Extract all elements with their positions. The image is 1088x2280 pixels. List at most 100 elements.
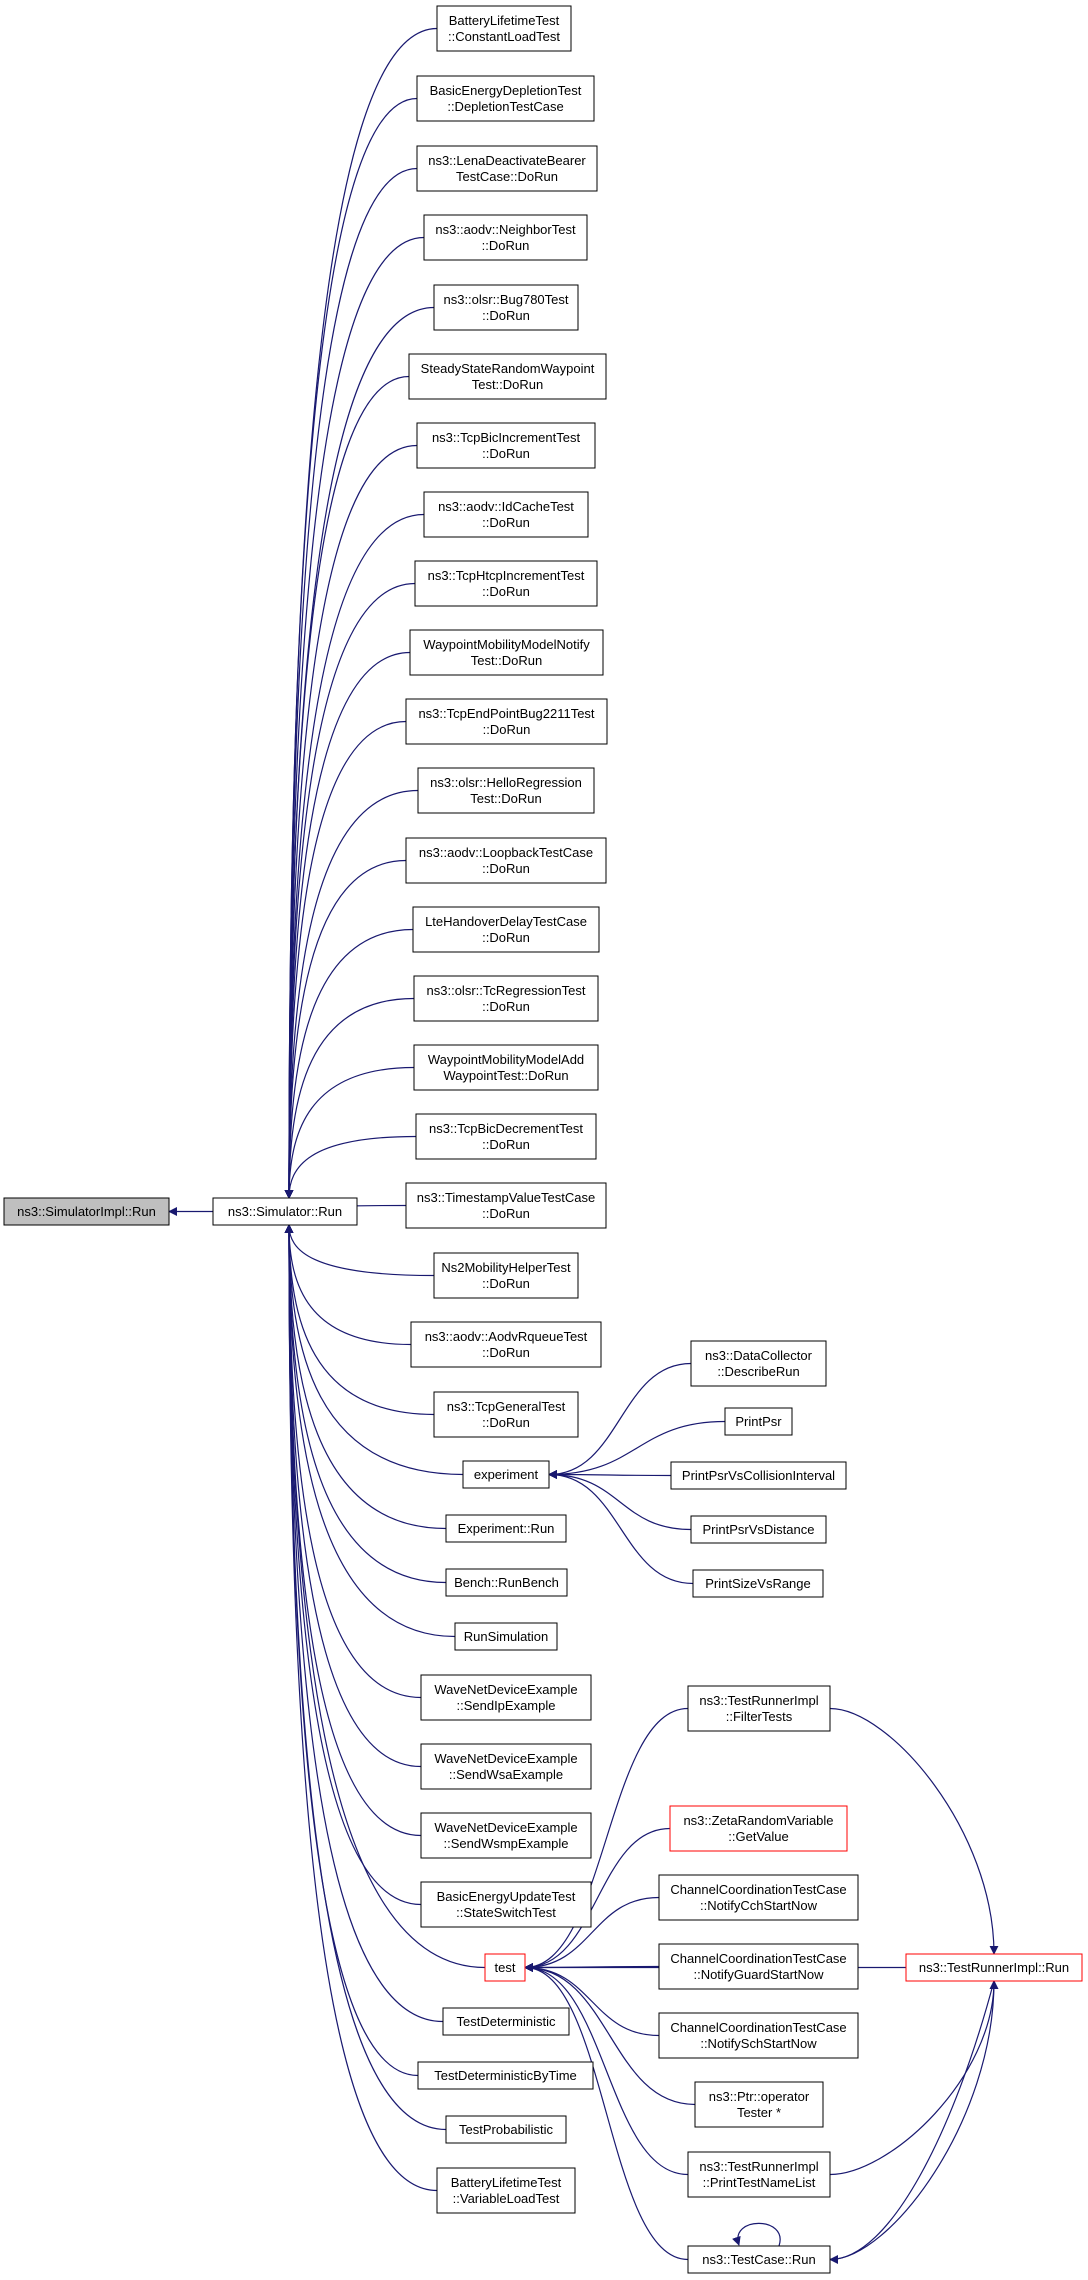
- node-e4[interactable]: PrintPsrVsDistance: [690, 1515, 827, 1544]
- node-e1[interactable]: ns3::DataCollector::DescribeRun: [690, 1340, 827, 1387]
- node-c2[interactable]: BasicEnergyDepletionTest::DepletionTestC…: [416, 75, 595, 122]
- node-sim_run[interactable]: ns3::Simulator::Run: [212, 1197, 358, 1226]
- node-box-e4[interactable]: [690, 1515, 827, 1544]
- node-box-e3[interactable]: [670, 1461, 847, 1490]
- node-t7[interactable]: ns3::TestRunnerImpl::PrintTestNameList: [687, 2151, 831, 2198]
- node-c15[interactable]: ns3::olsr::TcRegressionTest::DoRun: [413, 975, 599, 1022]
- node-c34[interactable]: BatteryLifetimeTest::VariableLoadTest: [436, 2167, 576, 2214]
- node-t5[interactable]: ChannelCoordinationTestCase::NotifySchSt…: [658, 2012, 859, 2059]
- node-box-c27[interactable]: [420, 1743, 592, 1790]
- node-box-e5[interactable]: [692, 1569, 824, 1598]
- node-c19[interactable]: Ns2MobilityHelperTest::DoRun: [433, 1252, 579, 1299]
- node-box-c28[interactable]: [420, 1812, 592, 1859]
- node-root[interactable]: ns3::SimulatorImpl::Run: [3, 1197, 170, 1226]
- node-box-test[interactable]: [484, 1953, 526, 1982]
- node-box-c19[interactable]: [433, 1252, 579, 1299]
- node-box-t3[interactable]: [658, 1874, 859, 1921]
- node-c11[interactable]: ns3::TcpEndPointBug2211Test::DoRun: [405, 698, 608, 745]
- node-box-sim_run[interactable]: [212, 1197, 358, 1226]
- node-c13[interactable]: ns3::aodv::LoopbackTestCase::DoRun: [405, 837, 607, 884]
- node-box-c20[interactable]: [410, 1321, 602, 1368]
- node-box-tri[interactable]: [905, 1953, 1083, 1982]
- node-box-c14[interactable]: [412, 906, 600, 953]
- node-box-c24[interactable]: [445, 1568, 568, 1597]
- node-box-c1[interactable]: [436, 5, 572, 52]
- node-t3[interactable]: ChannelCoordinationTestCase::NotifyCchSt…: [658, 1874, 859, 1921]
- node-experiment[interactable]: experiment: [462, 1460, 550, 1489]
- node-c14[interactable]: LteHandoverDelayTestCase::DoRun: [412, 906, 600, 953]
- node-c17[interactable]: ns3::TcpBicDecrementTest::DoRun: [415, 1113, 597, 1160]
- node-box-experiment[interactable]: [462, 1460, 550, 1489]
- node-box-c32[interactable]: [417, 2061, 594, 2090]
- node-c24[interactable]: Bench::RunBench: [445, 1568, 568, 1597]
- node-box-c33[interactable]: [445, 2115, 567, 2144]
- node-t2[interactable]: ns3::ZetaRandomVariable::GetValue: [669, 1805, 848, 1852]
- node-c31[interactable]: TestDeterministic: [442, 2007, 570, 2036]
- node-box-e2[interactable]: [724, 1407, 793, 1436]
- node-box-c17[interactable]: [415, 1113, 597, 1160]
- node-c20[interactable]: ns3::aodv::AodvRqueueTest::DoRun: [410, 1321, 602, 1368]
- node-box-t8[interactable]: [687, 2245, 831, 2274]
- node-box-c11[interactable]: [405, 698, 608, 745]
- node-c33[interactable]: TestProbabilistic: [445, 2115, 567, 2144]
- node-box-c10[interactable]: [409, 629, 604, 676]
- node-e5[interactable]: PrintSizeVsRange: [692, 1569, 824, 1598]
- node-box-t5[interactable]: [658, 2012, 859, 2059]
- node-box-c29[interactable]: [420, 1881, 592, 1928]
- node-c32[interactable]: TestDeterministicByTime: [417, 2061, 594, 2090]
- node-box-t6[interactable]: [694, 2081, 824, 2128]
- node-box-t2[interactable]: [669, 1805, 848, 1852]
- node-box-c23[interactable]: [445, 1514, 567, 1543]
- node-box-c2[interactable]: [416, 75, 595, 122]
- node-box-c4[interactable]: [423, 214, 588, 261]
- node-box-c6[interactable]: [408, 353, 607, 400]
- node-box-c34[interactable]: [436, 2167, 576, 2214]
- node-box-t7[interactable]: [687, 2151, 831, 2198]
- node-c23[interactable]: Experiment::Run: [445, 1514, 567, 1543]
- node-c28[interactable]: WaveNetDeviceExample::SendWsmpExample: [420, 1812, 592, 1859]
- node-box-c18[interactable]: [405, 1182, 607, 1229]
- node-box-c5[interactable]: [433, 284, 579, 331]
- node-box-c31[interactable]: [442, 2007, 570, 2036]
- node-box-c9[interactable]: [414, 560, 598, 607]
- node-e2[interactable]: PrintPsr: [724, 1407, 793, 1436]
- node-c1[interactable]: BatteryLifetimeTest::ConstantLoadTest: [436, 5, 572, 52]
- node-box-t4[interactable]: [658, 1943, 859, 1990]
- node-c5[interactable]: ns3::olsr::Bug780Test::DoRun: [433, 284, 579, 331]
- node-box-c15[interactable]: [413, 975, 599, 1022]
- node-box-c3[interactable]: [416, 145, 598, 192]
- node-box-e1[interactable]: [690, 1340, 827, 1387]
- node-c7[interactable]: ns3::TcpBicIncrementTest::DoRun: [416, 422, 596, 469]
- node-c8[interactable]: ns3::aodv::IdCacheTest::DoRun: [423, 491, 589, 538]
- node-t8[interactable]: ns3::TestCase::Run: [687, 2245, 831, 2274]
- node-box-c8[interactable]: [423, 491, 589, 538]
- node-c29[interactable]: BasicEnergyUpdateTest::StateSwitchTest: [420, 1881, 592, 1928]
- node-c27[interactable]: WaveNetDeviceExample::SendWsaExample: [420, 1743, 592, 1790]
- node-t1[interactable]: ns3::TestRunnerImpl::FilterTests: [687, 1685, 831, 1732]
- node-box-c26[interactable]: [420, 1674, 592, 1721]
- node-c9[interactable]: ns3::TcpHtcpIncrementTest::DoRun: [414, 560, 598, 607]
- node-box-c16[interactable]: [413, 1044, 599, 1091]
- node-c4[interactable]: ns3::aodv::NeighborTest::DoRun: [423, 214, 588, 261]
- node-c26[interactable]: WaveNetDeviceExample::SendIpExample: [420, 1674, 592, 1721]
- node-c21[interactable]: ns3::TcpGeneralTest::DoRun: [433, 1391, 579, 1438]
- node-box-c25[interactable]: [454, 1622, 558, 1651]
- node-test[interactable]: test: [484, 1953, 526, 1982]
- node-tri[interactable]: ns3::TestRunnerImpl::Run: [905, 1953, 1083, 1982]
- node-c18[interactable]: ns3::TimestampValueTestCase::DoRun: [405, 1182, 607, 1229]
- node-box-c13[interactable]: [405, 837, 607, 884]
- node-c16[interactable]: WaypointMobilityModelAddWaypointTest::Do…: [413, 1044, 599, 1091]
- node-box-c21[interactable]: [433, 1391, 579, 1438]
- node-box-c7[interactable]: [416, 422, 596, 469]
- node-box-root[interactable]: [3, 1197, 170, 1226]
- node-e3[interactable]: PrintPsrVsCollisionInterval: [670, 1461, 847, 1490]
- node-box-t1[interactable]: [687, 1685, 831, 1732]
- node-box-c12[interactable]: [417, 767, 595, 814]
- node-t4[interactable]: ChannelCoordinationTestCase::NotifyGuard…: [658, 1943, 859, 1990]
- node-c25[interactable]: RunSimulation: [454, 1622, 558, 1651]
